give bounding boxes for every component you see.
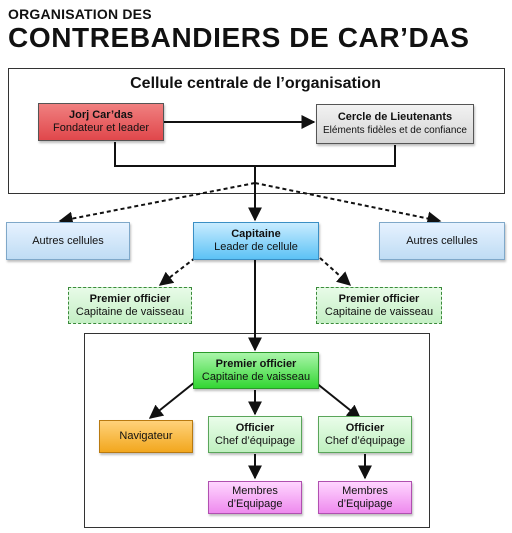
- title-line2: CONTREBANDIERS DE CAR’DAS: [8, 22, 470, 53]
- first-officer-left-node: Premier officier Capitaine de vaisseau: [68, 287, 192, 324]
- arrow-fo-navigator: [148, 381, 196, 419]
- crew-left-line2: d’Equipage: [227, 497, 283, 510]
- crew-right-line1: Membres: [342, 484, 388, 497]
- officer-right-node: Officier Chef d’équipage: [318, 416, 412, 453]
- officer-right-title: Officier: [345, 421, 385, 434]
- central-cell-heading: Cellule centrale de l’organisation: [130, 75, 381, 92]
- crew-left-node: Membres d’Equipage: [208, 481, 302, 514]
- officer-left-title: Officier: [235, 421, 275, 434]
- other-cells-left-label: Autres cellules: [32, 234, 104, 247]
- first-officer-right-node: Premier officier Capitaine de vaisseau: [316, 287, 442, 324]
- central-join-line: [114, 142, 396, 167]
- first-officer-left-subtitle: Capitaine de vaisseau: [75, 305, 185, 318]
- other-cells-right-node: Autres cellules: [379, 222, 505, 260]
- first-officer-left-title: Premier officier: [89, 292, 171, 305]
- lieutenants-subtitle: Eléments fidèles et de confiance: [323, 125, 467, 136]
- officer-left-subtitle: Chef d’équipage: [214, 434, 296, 447]
- arrow-central-other-left: [58, 182, 256, 226]
- founder-subtitle: Fondateur et leader: [52, 122, 149, 134]
- crew-left-line1: Membres: [232, 484, 278, 497]
- arrow-captain-fo-left: [158, 257, 196, 286]
- navigator-node: Navigateur: [99, 420, 193, 453]
- officer-left-node: Officier Chef d’équipage: [208, 416, 302, 453]
- arrow-central-other-right: [254, 182, 442, 226]
- captain-node: Capitaine Leader de cellule: [193, 222, 319, 260]
- first-officer-right-subtitle: Capitaine de vaisseau: [324, 305, 434, 318]
- founder-node: Jorj Car’das Fondateur et leader: [38, 103, 164, 141]
- lieutenants-title: Cercle de Lieutenants: [337, 111, 453, 123]
- crew-right-node: Membres d’Equipage: [318, 481, 412, 514]
- first-officer-right-title: Premier officier: [338, 292, 420, 305]
- founder-title: Jorj Car’das: [69, 109, 133, 121]
- crew-right-line2: d’Equipage: [337, 497, 393, 510]
- ship-cell-frame: [84, 333, 430, 528]
- captain-title: Capitaine: [231, 228, 281, 240]
- central-cell-frame: [8, 68, 505, 194]
- title-line1: ORGANISATION DES: [8, 6, 152, 22]
- lieutenants-node: Cercle de Lieutenants Eléments fidèles e…: [316, 104, 474, 144]
- other-cells-right-label: Autres cellules: [406, 234, 478, 247]
- navigator-label: Navigateur: [119, 430, 173, 442]
- officer-right-subtitle: Chef d’équipage: [324, 434, 406, 447]
- cell-first-officer-title: Premier officier: [215, 357, 297, 370]
- other-cells-left-node: Autres cellules: [6, 222, 130, 260]
- arrow-captain-fo-right: [319, 257, 352, 286]
- arrow-fo-officer-right: [314, 381, 362, 419]
- cell-first-officer-subtitle: Capitaine de vaisseau: [201, 370, 311, 383]
- captain-subtitle: Leader de cellule: [214, 241, 298, 253]
- cell-first-officer-node: Premier officier Capitaine de vaisseau: [193, 352, 319, 389]
